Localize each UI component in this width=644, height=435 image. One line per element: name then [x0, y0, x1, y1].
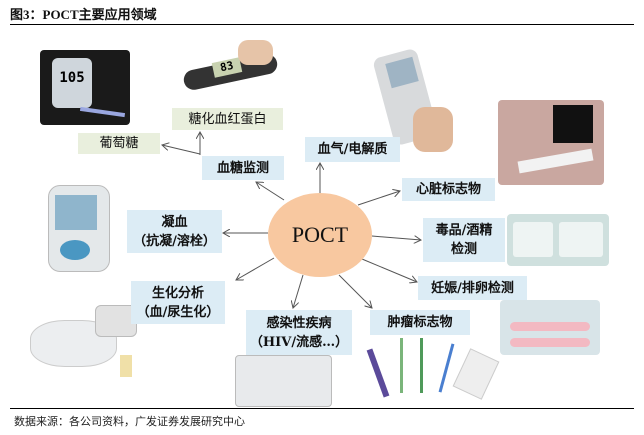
- label-hba1c: 糖化血红蛋白: [172, 108, 283, 130]
- bottom-rule: [10, 408, 634, 409]
- source-note: 数据来源：各公司资料，广发证券发展研究中心: [14, 415, 245, 428]
- label-pregnancy: 妊娠/排卵检测: [418, 276, 527, 300]
- label-glucose: 葡萄糖: [78, 133, 160, 154]
- figure-title: 图3：POCT主要应用领域: [10, 7, 157, 22]
- poct-center-node: POCT: [268, 193, 372, 277]
- infection-test-card-image: [235, 355, 332, 407]
- label-blood-gas: 血气/电解质: [305, 137, 400, 162]
- label-infectious-disease: 感染性疾病 （HIV/流感…）: [246, 310, 352, 355]
- label-coagulation: 凝血 （抗凝/溶栓）: [127, 210, 222, 253]
- label-infection-line2: （HIV/流感…）: [249, 334, 349, 350]
- label-blood-glucose: 血糖监测: [202, 156, 284, 180]
- hba1c-meter-image: 83: [178, 40, 283, 95]
- pregnancy-test-image: [500, 300, 600, 355]
- cardiac-test-image: [498, 100, 604, 185]
- label-cardiac-markers: 心脏标志物: [402, 178, 495, 201]
- tumor-marker-strips-image: [365, 338, 500, 406]
- label-biochem-line1: 生化分析: [151, 285, 204, 301]
- label-drug-alcohol: 毒品/酒精 检测: [423, 218, 505, 262]
- glucose-meter-readout: 105: [52, 58, 92, 108]
- label-tumor-markers: 肿瘤标志物: [370, 310, 470, 335]
- biochemistry-analyzer-image: [25, 300, 150, 385]
- blood-gas-analyzer-image: [372, 42, 458, 157]
- glucose-meter-image: 105: [40, 50, 130, 125]
- label-coagulation-line2: （抗凝/溶栓）: [133, 233, 216, 249]
- top-rule: [10, 24, 634, 25]
- label-biochem-line2: （血/尿生化）: [136, 304, 220, 320]
- label-infection-line1: 感染性疾病: [266, 315, 332, 331]
- label-biochemistry: 生化分析 （血/尿生化）: [131, 281, 225, 324]
- label-drug-line1: 毒品/酒精: [435, 223, 493, 238]
- drug-test-image: [507, 214, 609, 266]
- label-coagulation-line1: 凝血: [161, 214, 188, 230]
- label-drug-line2: 检测: [450, 242, 477, 257]
- coagulation-device-image: [40, 180, 120, 280]
